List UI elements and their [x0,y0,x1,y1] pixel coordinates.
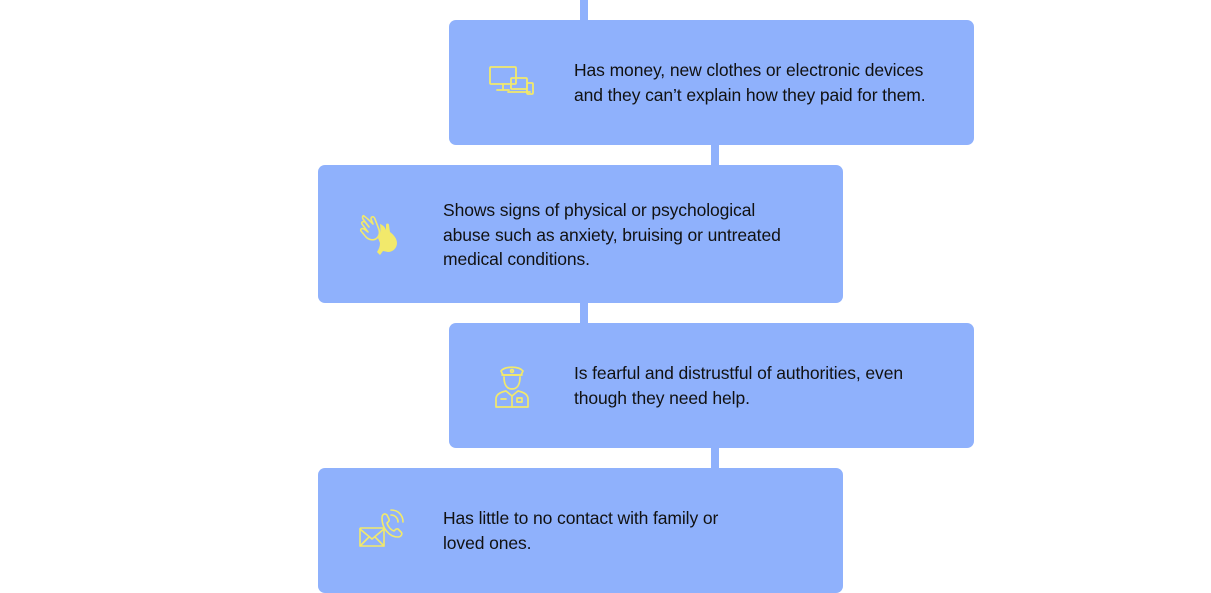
connector-top [580,0,588,22]
step-card-2: Shows signs of physical or psychological… [318,165,843,303]
step-card-3: Is fearful and distrustful of authoritie… [449,323,974,448]
police-officer-icon [489,363,535,409]
connector-1-2 [711,143,719,167]
step-text-1: Has money, new clothes or electronic dev… [574,60,926,105]
step-text-4: Has little to no contact with family or … [443,508,719,553]
devices-icon [489,59,535,105]
connector-3-4 [711,446,719,470]
step-card-4: Has little to no contact with family or … [318,468,843,593]
contact-icon [358,508,404,554]
connector-2-3 [580,301,588,325]
step-text-2: Shows signs of physical or psychological… [443,200,781,269]
step-text-3: Is fearful and distrustful of authoritie… [574,363,903,408]
step-card-1: Has money, new clothes or electronic dev… [449,20,974,145]
hands-icon [358,210,404,256]
